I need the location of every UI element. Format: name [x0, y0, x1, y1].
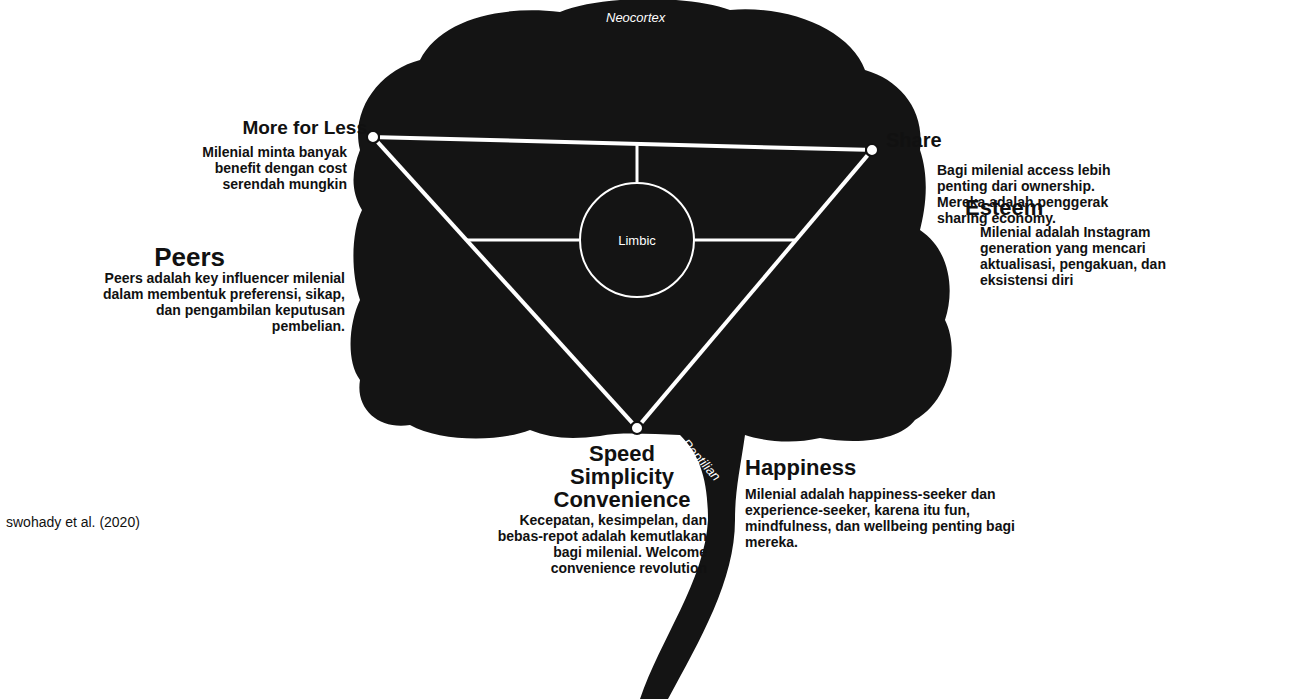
region-circle: Limbic [579, 182, 695, 298]
region-label: Limbic [618, 233, 656, 248]
spoke-line [636, 145, 639, 182]
vertex-dot: Speed Simplicity ConvenienceKecepatan, k… [630, 421, 644, 435]
trait-heading: Peers [120, 244, 225, 271]
trait-heading: Esteem [965, 196, 1105, 219]
triangle-edge [642, 155, 868, 422]
trait-description: Milenial adalah Instagram generation yan… [980, 224, 1185, 288]
trait-heading: More for Less [207, 118, 367, 138]
source-caption: swohady et al. (2020) [6, 514, 140, 530]
trait-heading: Share [886, 130, 1006, 151]
brain-shape [351, 0, 952, 699]
triangle-edge [380, 137, 865, 150]
triangle-edge [378, 142, 633, 423]
trait-description: Peers adalah key influencer milenial dal… [85, 270, 345, 334]
trait-heading: Happiness [745, 456, 945, 479]
trait-description: Milenial adalah happiness-seeker dan exp… [745, 486, 1040, 550]
trait-description: Milenial minta banyak benefit dengan cos… [182, 144, 347, 192]
spoke-line [695, 239, 795, 242]
trait-description: Kecepatan, kesimpelan, dan bebas-repot a… [472, 512, 707, 576]
trait-heading: Speed Simplicity Convenience [547, 442, 697, 511]
spoke-line [467, 239, 579, 242]
vertex-dot: More for LessMilenial minta banyak benef… [366, 130, 380, 144]
region-label: Neocortex [606, 10, 686, 25]
vertex-dot: ShareBagi milenial access lebih penting … [865, 143, 879, 157]
